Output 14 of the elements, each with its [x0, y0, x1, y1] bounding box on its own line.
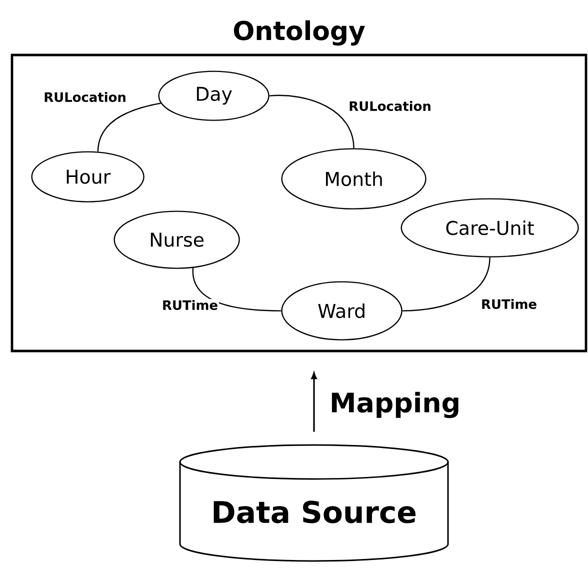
database-cylinder: Data Source: [179, 444, 449, 562]
relation-line: [402, 257, 490, 312]
ontology-frame: [10, 54, 588, 352]
relation-line: [269, 94, 354, 148]
edge-label: RULocation: [348, 100, 432, 112]
edge-label: Mapping: [328, 390, 462, 420]
edge-label: RUTime: [480, 298, 538, 310]
relation-line: [97, 102, 161, 152]
frame-title: Ontology: [234, 20, 365, 46]
relation-line: [192, 268, 282, 312]
arrow: [311, 372, 317, 432]
node-label: Data Source: [214, 500, 416, 524]
edge-label: RUTime: [160, 298, 220, 311]
edge-label: RULocation: [42, 90, 128, 103]
